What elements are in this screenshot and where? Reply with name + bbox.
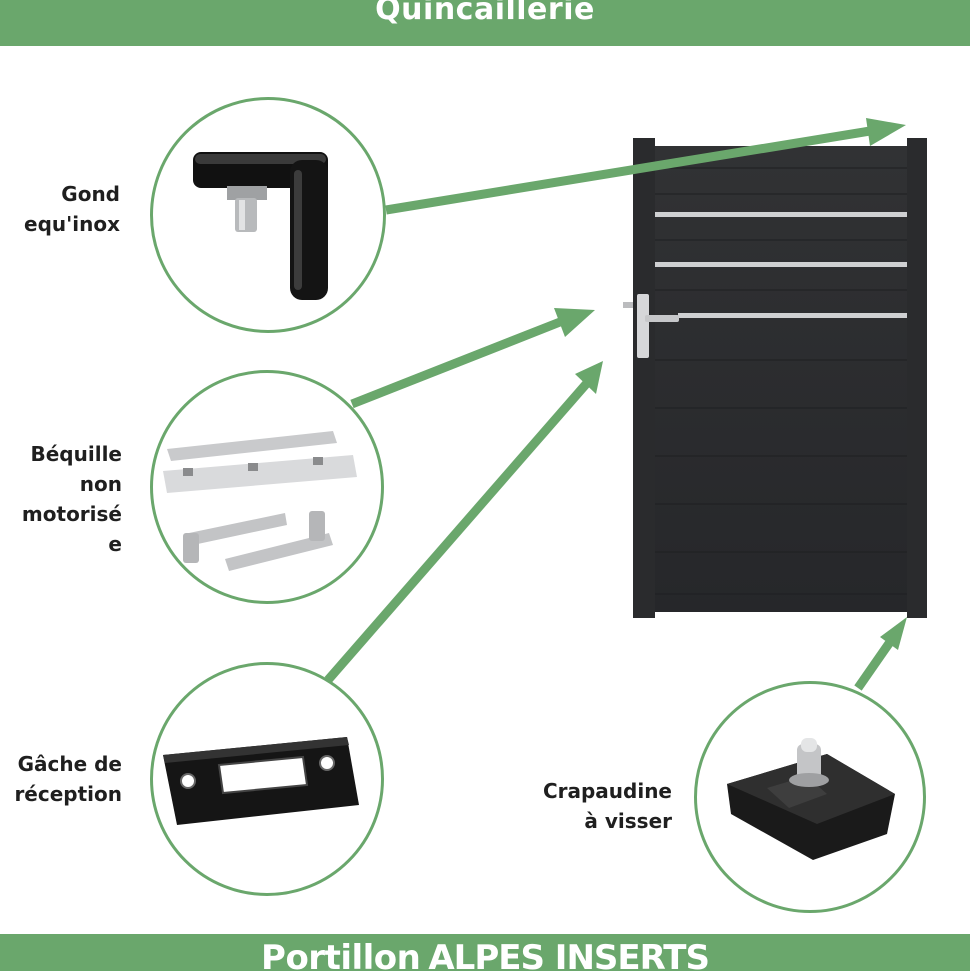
gate-panel: [655, 146, 907, 612]
callout-arrows: [324, 126, 894, 691]
strike-plate-icon: [163, 737, 359, 825]
handle-set-circle: [150, 370, 384, 604]
hinge-circle: [150, 97, 386, 333]
header-banner: Quincaillerie: [0, 0, 970, 46]
gate-slats: [655, 167, 907, 595]
insert-2: [655, 262, 907, 267]
hinge-label: Gond equ'inox: [24, 182, 120, 236]
gate-handle: [623, 294, 679, 358]
pivot-base-circle: [694, 681, 926, 913]
header-title: Quincaillerie: [375, 0, 595, 27]
strike-plate-circle: [150, 662, 384, 896]
arrow-pivot: [854, 639, 894, 691]
diagram-canvas: [324, 118, 927, 691]
gate: [623, 138, 927, 618]
pivot-base-label: Crapaudine à visser: [542, 779, 672, 833]
arrowhead-handle: [554, 308, 595, 337]
arrowhead-strike: [575, 361, 603, 394]
strike-plate-label: Gâche de réception: [14, 752, 122, 806]
gate-inserts: [655, 212, 907, 318]
footer-title-part1: Portillon: [261, 938, 421, 971]
handle-set-icon: [163, 431, 357, 571]
handle-set-label: Béquille non motorisé e: [21, 442, 122, 556]
hinge-icon: [193, 152, 328, 300]
footer-title-part2: ALPES INSERTS: [428, 938, 710, 971]
arrow-hinge: [385, 126, 871, 215]
pivot-base-icon: [727, 738, 895, 860]
gate-left-post: [633, 138, 655, 618]
arrow-strike: [324, 380, 591, 683]
arrowhead-pivot: [880, 617, 907, 650]
insert-3: [678, 313, 907, 318]
arrow-heads: [554, 118, 907, 650]
arrowhead-hinge: [866, 118, 906, 146]
arrow-handle: [350, 317, 562, 409]
insert-1: [655, 212, 907, 217]
gate-right-post: [907, 138, 927, 618]
